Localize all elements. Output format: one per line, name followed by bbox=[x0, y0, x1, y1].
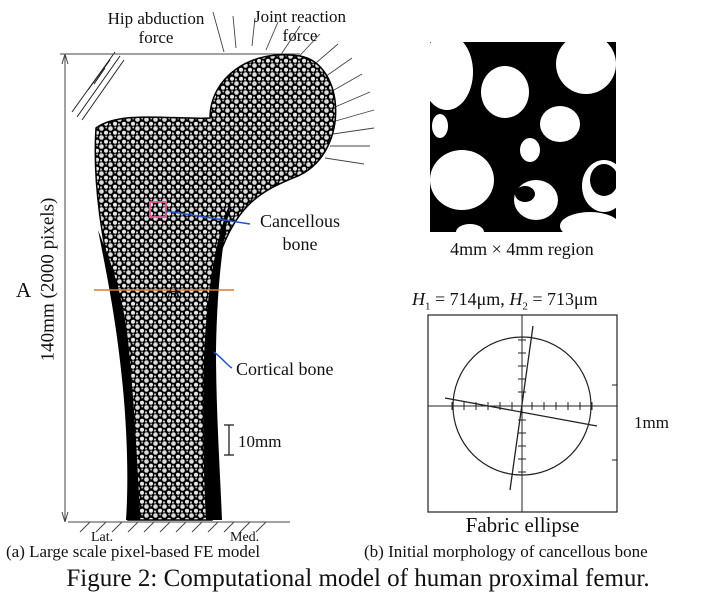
height-label: 140mm (2000 pixels) bbox=[39, 160, 58, 400]
cancellous-label-line2: bone bbox=[240, 235, 360, 253]
cancellous-label: Cancellous bone bbox=[240, 212, 360, 253]
joint-force-label: Joint reaction force bbox=[235, 8, 365, 44]
hip-force-label: Hip abduction force bbox=[96, 10, 216, 46]
microstructure-image bbox=[421, 34, 626, 240]
h2-symbol: H bbox=[509, 289, 522, 309]
h-values-label: H1 = 714μm, H2 = 713μm bbox=[412, 290, 598, 313]
cancellous-label-line1: Cancellous bbox=[240, 212, 360, 230]
section-label-right: A bbox=[166, 280, 181, 301]
h1-value: = 714μm, bbox=[431, 289, 510, 309]
hip-force-label-line2: force bbox=[96, 29, 216, 46]
hip-force-arrows bbox=[72, 52, 124, 120]
scale-bar-label: 10mm bbox=[238, 433, 281, 450]
scale-bar bbox=[224, 425, 234, 455]
h1-symbol: H bbox=[412, 289, 425, 309]
fabric-ellipse-label: Fabric ellipse bbox=[428, 515, 617, 536]
section-label-left: A bbox=[16, 280, 31, 301]
region-label: 4mm × 4mm region bbox=[424, 240, 620, 258]
figure-caption: Figure 2: Computational model of human p… bbox=[0, 566, 716, 591]
caption-b: (b) Initial morphology of cancellous bon… bbox=[364, 543, 648, 560]
fabric-ellipse-plot bbox=[428, 315, 617, 512]
ellipse-scale-label: 1mm bbox=[634, 414, 669, 431]
joint-force-label-line1: Joint reaction bbox=[235, 8, 365, 25]
cortical-callout-line bbox=[214, 352, 232, 368]
caption-a: (a) Large scale pixel-based FE model bbox=[6, 543, 260, 560]
h2-value: = 713μm bbox=[528, 289, 598, 309]
joint-force-label-line2: force bbox=[235, 27, 365, 44]
cortical-label: Cortical bone bbox=[236, 360, 333, 378]
hip-force-label-line1: Hip abduction bbox=[96, 10, 216, 27]
